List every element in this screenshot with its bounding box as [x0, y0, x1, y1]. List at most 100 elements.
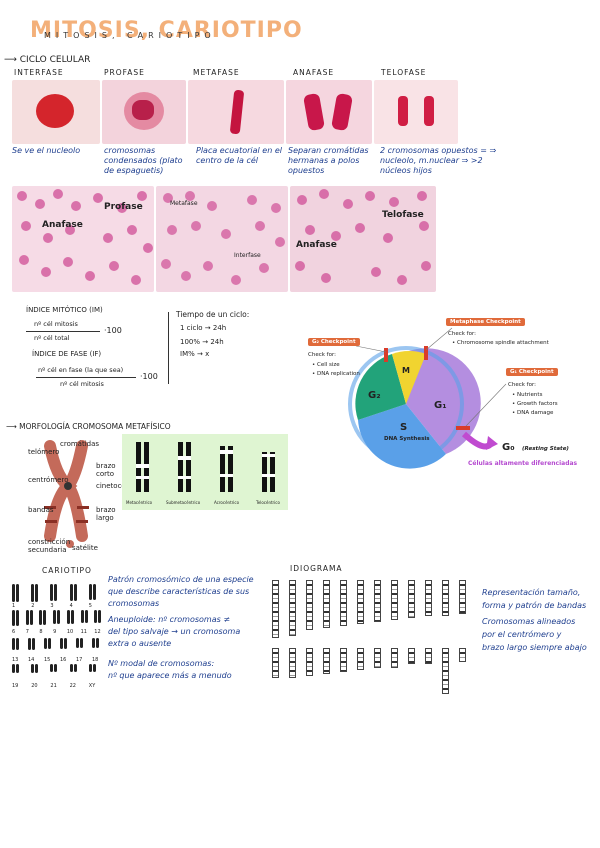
- karyotype-chromosome: [16, 664, 19, 673]
- cells-pattern-c: [295, 189, 431, 285]
- karyotype-number: 16: [60, 657, 67, 663]
- chromosome-types-panel: Metacéntrico Submetacéntrico Acrocéntric…: [122, 434, 288, 510]
- karyotype-chromosome: [31, 584, 35, 602]
- phase-label-anafase: ANAFASE: [293, 68, 335, 77]
- g2-item-2: • DNA replication: [312, 371, 360, 377]
- karyotype-chromosome: [35, 664, 39, 673]
- idiogram-chromosome: [459, 648, 466, 662]
- arrow-icon: ⟶: [6, 422, 20, 431]
- cells-pattern-b: [161, 191, 285, 285]
- phase-label-telofase: TELOFASE: [381, 68, 427, 77]
- idiogram-chromosome: [408, 580, 415, 618]
- karyotype-chromosome: [25, 610, 29, 625]
- g2-item-1: • Cell size: [312, 362, 340, 368]
- phase-g0-sub: (Resting State): [522, 446, 569, 452]
- karyotype-chromosome: [43, 610, 47, 625]
- g2-check-for: Check for:: [308, 352, 336, 358]
- photo-profase: [102, 80, 186, 144]
- karyotype-chromosome: [92, 638, 95, 648]
- karyotype-chromosome: [16, 638, 19, 650]
- phase-label-profase: PROFASE: [104, 68, 145, 77]
- micro-label-profase: Profase: [104, 202, 143, 212]
- phase-g0: G₀: [502, 442, 515, 453]
- karyotype-chromosome: [54, 664, 58, 672]
- idiogram-chromosome: [442, 648, 449, 694]
- karyotype-number: XY: [88, 683, 96, 689]
- page-title: MITOSIS, CARIOTIPO: [30, 18, 303, 43]
- karyotype-number: 9: [53, 629, 57, 635]
- karyotype-chromosome: [50, 584, 54, 601]
- g1-item-2: • Growth factors: [512, 401, 558, 407]
- karyotype-number: 12: [94, 629, 101, 635]
- phase-index-title: ÍNDICE DE FASE (IF): [32, 350, 102, 358]
- note-profase: cromosomas condensados (plato de espague…: [104, 146, 183, 175]
- micro-label-anafase-2: Anafase: [296, 240, 337, 250]
- karyotype-chromosome: [60, 638, 63, 649]
- karyotype-title: CARIOTIPO: [42, 566, 92, 575]
- idiogram-chromosome: [306, 648, 313, 676]
- idio-note-5: brazo largo siempre abajo: [482, 643, 587, 652]
- morph-heading: ⟶ MORFOLOGÍA CROMOSOMA METAFÍSICO: [6, 422, 171, 431]
- karyotype-chromosome: [39, 610, 43, 625]
- metaphase-chromosome-figure: [20, 436, 120, 552]
- karyotype-number: 13: [12, 657, 19, 663]
- idio-note-2: forma y patrón de bandas: [482, 601, 587, 610]
- g1-item-1: • Nutrients: [512, 392, 543, 398]
- label-centromero: centrómero: [28, 476, 69, 484]
- g2-checkpoint-tag: G₂ Checkpoint: [308, 338, 360, 346]
- karyotype-chromosome: [92, 584, 96, 600]
- karyotype-number: 3: [50, 603, 54, 609]
- label-telomero: telómero: [28, 448, 60, 456]
- phase-index-den: nº cél mitosis: [60, 380, 104, 388]
- idiogram-chromosome: [374, 648, 381, 668]
- karyo-note-3: cromosomas: [108, 599, 160, 608]
- idiogram-chromosome: [289, 648, 296, 678]
- karyotype-chromosome: [48, 638, 51, 649]
- photo-anafase: [286, 80, 372, 144]
- karyotype-chromosome: [70, 610, 74, 624]
- time-line-2: 100% → 24h: [180, 338, 224, 346]
- fraction-line-2: [36, 377, 136, 378]
- karyotype-chromosome: [44, 638, 47, 649]
- time-title: Tiempo de un ciclo:: [176, 310, 250, 319]
- idiogram-chromosome: [391, 580, 398, 620]
- karyotype-chromosome: [96, 638, 99, 648]
- karyotype-chromosome: [31, 664, 35, 673]
- note-telofase: 2 cromosomas opuestos = ⇒ nucleolo, m.nu…: [380, 146, 497, 175]
- micrograph-c: Telofase Anafase: [290, 186, 436, 292]
- label-satelite: satélite: [72, 544, 98, 552]
- karyo-note-2: que describe características de sus: [108, 587, 250, 596]
- karyotype-number: 15: [44, 657, 51, 663]
- karyotype-chromosome: [29, 610, 33, 625]
- photo-interfase: [12, 80, 100, 144]
- karyotype-number: 2: [31, 603, 35, 609]
- idiogram-chromosome: [289, 580, 296, 636]
- karyotype-chromosome: [28, 638, 31, 650]
- mitotic-index-num: nº cél mitosis: [34, 320, 78, 328]
- note-anafase: Separan cromátidas hermanas a polos opue…: [288, 146, 369, 175]
- cell-cycle-wheel: [348, 327, 507, 469]
- karyotype-number: 5: [88, 603, 92, 609]
- g1-item-3: • DNA damage: [512, 410, 554, 416]
- type-submetacentric: Submetacéntrico: [166, 500, 201, 505]
- karyotype-number: 1: [12, 603, 16, 609]
- karyotype-number: 21: [50, 683, 57, 689]
- label-cromatidas: cromátidas: [60, 440, 100, 448]
- note-interfase: Se ve el nucleolo: [12, 146, 81, 155]
- micro-label-anafase: Anafase: [42, 220, 83, 230]
- mitotic-index-den: nº cél total: [34, 334, 70, 342]
- idiogram-chromosome: [357, 648, 364, 670]
- page-subtitle: MITOSIS, CARIOTIPO: [44, 31, 216, 40]
- idio-note-1: Representación tamaño,: [482, 588, 581, 597]
- karyotype-number: 20: [31, 683, 38, 689]
- photo-telofase: [374, 80, 458, 144]
- note-metafase: Placa ecuatorial en el centro de la cél: [196, 146, 282, 165]
- time-line-1: 1 ciclo → 24h: [180, 324, 227, 332]
- mitotic-index-title: ÍNDICE MITÓTICO (IM): [26, 306, 103, 314]
- karyotype-number: 10: [66, 629, 74, 635]
- g1-check-for: Check for:: [508, 382, 536, 388]
- karyotype-chromosome: [69, 664, 73, 672]
- karyotype-chromosome: [12, 584, 15, 602]
- karyotype-chromosome: [69, 584, 73, 601]
